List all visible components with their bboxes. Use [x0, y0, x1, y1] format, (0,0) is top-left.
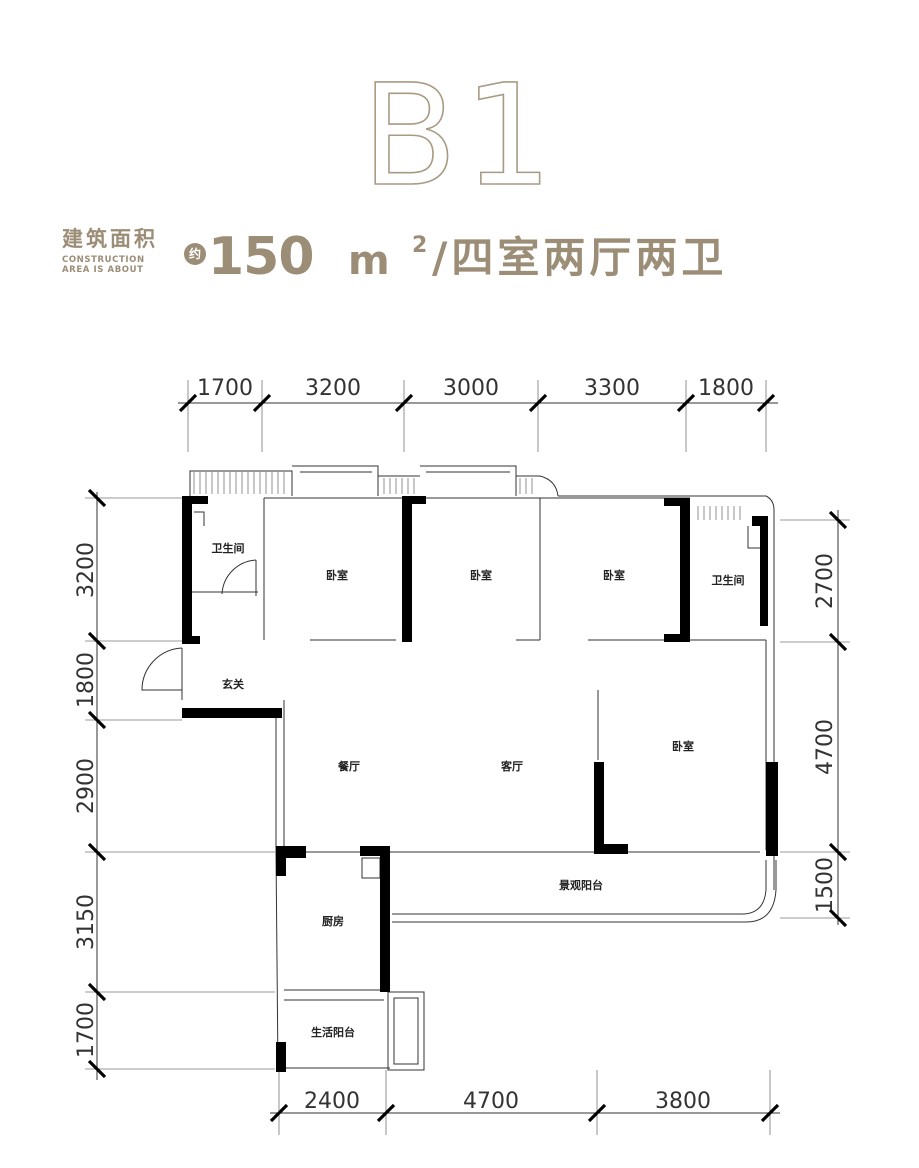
area-label-en-line1: CONSTRUCTION: [62, 255, 145, 265]
dim-top-4: 3300: [584, 376, 640, 401]
room-bathroom-1: 卫生间: [212, 541, 245, 555]
dim-bottom-2: 4700: [463, 1089, 519, 1114]
area-unit-superscript: 2: [412, 233, 427, 258]
room-living: 客厅: [500, 759, 523, 773]
room-bedroom-2: 卧室: [470, 568, 492, 582]
dim-top-3: 3000: [443, 376, 499, 401]
room-bathroom-2: 卫生间: [712, 573, 745, 587]
room-bedroom-4: 卧室: [672, 739, 694, 753]
plan-linework: [141, 465, 777, 1071]
dim-top-2: 3200: [305, 376, 361, 401]
area-label-en-line2: AREA IS ABOUT: [62, 265, 144, 275]
area-value: 150: [208, 227, 314, 287]
dim-left-2: 1800: [74, 652, 99, 708]
room-kitchen: 厨房: [322, 914, 344, 928]
dimension-lines: [85, 380, 850, 1135]
dim-left-1: 3200: [74, 542, 99, 598]
room-utility-balcony: 生活阳台: [311, 1025, 355, 1039]
dim-left-4: 3150: [74, 894, 99, 950]
dim-top-1: 1700: [197, 376, 253, 401]
dim-top-5: 1800: [698, 376, 754, 401]
area-label-cn: 建筑面积: [62, 227, 158, 251]
room-bedroom-3: 卧室: [603, 568, 625, 582]
plan-title: B1: [361, 55, 558, 218]
approx-prefix: 约: [189, 246, 201, 261]
room-bedroom-1: 卧室: [326, 568, 348, 582]
layout-description: /四室两厅两卫: [432, 233, 727, 282]
dim-right-3: 1500: [813, 857, 838, 913]
structural-walls: [182, 496, 778, 1072]
approx-badge: [184, 243, 206, 265]
room-dining: 餐厅: [337, 759, 360, 773]
area-unit: m: [348, 238, 390, 284]
room-foyer: 玄关: [222, 677, 244, 691]
dim-left-5: 1700: [74, 1002, 99, 1058]
dim-right-1: 2700: [813, 553, 838, 609]
dim-bottom-1: 2400: [304, 1089, 360, 1114]
dim-right-2: 4700: [813, 719, 838, 775]
dim-left-3: 2900: [74, 758, 99, 814]
dim-bottom-3: 3800: [655, 1089, 711, 1114]
room-landscape-balcony: 景观阳台: [558, 878, 603, 892]
